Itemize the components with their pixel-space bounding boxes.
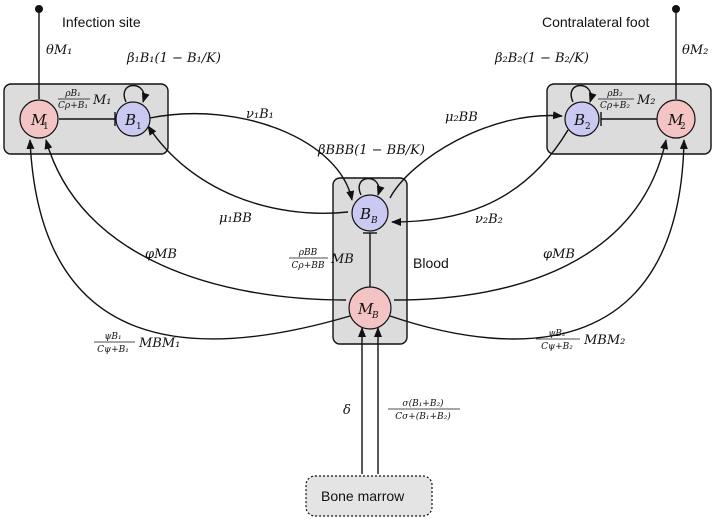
node-m1: M 1: [19, 99, 59, 139]
psi-1-tail: MBM₁: [138, 336, 180, 351]
node-b1: B 1: [115, 101, 151, 137]
node-b1-base: B: [124, 111, 136, 129]
psi-2-label: ψB₂ Cψ+B₂ MBM₂: [536, 329, 625, 352]
kill-2-tail: M₂: [636, 93, 656, 108]
psi-2-tail: MBM₂: [583, 333, 625, 348]
phi-mb-to-m2-edge: [393, 139, 668, 301]
kill-b-den: Cρ+BB: [292, 261, 325, 271]
growth-bb-label: βBBB(1 − BB/K): [317, 143, 425, 158]
sigma-num: σ(B₁+B₂): [402, 398, 444, 409]
node-b2-sub: 2: [585, 122, 591, 132]
phi-left-label: φMB: [145, 247, 177, 262]
growth-b2-label: β₂B₂(1 − B₂/K): [494, 51, 589, 66]
node-bb-base: B: [359, 205, 371, 223]
kill-b-tail: MB: [330, 252, 354, 267]
nu2-label: ν₂B₂: [475, 212, 503, 227]
kill-b-label: ρBB Cρ+BB MB: [289, 248, 354, 271]
node-mb-sub: B: [371, 311, 379, 321]
contralateral-foot-label: Contralateral foot: [542, 14, 650, 30]
kill-1-den: Cρ+B₁: [58, 101, 88, 111]
bone-marrow-box: [305, 475, 433, 517]
psi-mb-to-m2-edge: [389, 139, 688, 340]
kill-b-num: ρBB: [298, 248, 318, 258]
kill-1-num: ρB₁: [64, 89, 81, 99]
node-m1-sub: 1: [43, 122, 49, 132]
node-b2: B 2: [564, 101, 600, 137]
kill-2-label: ρB₂ Cρ+B₂ M₂: [598, 89, 656, 111]
node-bb-sub: B: [370, 216, 378, 226]
b2-growth-loop: [570, 84, 597, 103]
theta-m1-label: θM₁: [46, 43, 72, 58]
delta-label: δ: [343, 403, 351, 418]
theta-m2-label: θM₂: [682, 43, 708, 58]
sigma-den: Cσ+(B₁+B₂): [395, 411, 451, 422]
b1-growth-loop: [123, 84, 150, 103]
node-m1-base: M: [30, 111, 47, 129]
node-b2-base: B: [573, 111, 585, 129]
theta-m2-terminal: [672, 5, 680, 13]
psi-2-den: Cψ+B₂: [541, 342, 573, 352]
infection-site-label: Infection site: [62, 14, 141, 30]
blood-label: Blood: [413, 255, 449, 271]
phi-mb-to-m1-edge: [44, 139, 347, 301]
psi-1-den: Cψ+B₁: [97, 345, 129, 355]
kill-1-label: ρB₁ Cρ+B₁ M₁: [58, 89, 112, 111]
psi-1-label: ψB₁ Cψ+B₁ MBM₁: [94, 332, 180, 355]
kill-2-den: Cρ+B₂: [600, 101, 630, 111]
node-m2: M 2: [656, 99, 696, 139]
node-m2-sub: 2: [680, 122, 686, 132]
sigma-label: σ(B₁+B₂) Cσ+(B₁+B₂): [388, 398, 460, 422]
psi-2-num: ψB₂: [548, 329, 566, 339]
mu1-bb-to-b1-edge: [147, 125, 349, 214]
psi-mb-to-m1-edge: [26, 139, 351, 340]
mu2-label: μ₂BB: [445, 110, 478, 125]
kill-1-tail: M₁: [92, 93, 112, 108]
bone-marrow-label: Bone marrow: [321, 488, 405, 504]
node-m2-base: M: [667, 111, 684, 129]
node-b1-sub: 1: [136, 122, 142, 132]
node-bb: B B: [351, 194, 389, 232]
phi-right-label: φMB: [543, 247, 575, 262]
nu2-b2-to-bb-edge: [391, 129, 569, 226]
mu1-label: μ₁BB: [219, 211, 252, 226]
growth-b1-label: β₁B₁(1 − B₁/K): [126, 51, 221, 66]
nu1-label: ν₁B₁: [246, 107, 274, 122]
node-mb-base: M: [357, 300, 374, 318]
theta-m1-terminal: [35, 5, 43, 13]
kill-2-num: ρB₂: [606, 89, 623, 99]
mu2-bb-to-b2-edge: [389, 111, 563, 199]
bb-growth-loop: [358, 177, 385, 196]
nu1-b1-to-bb-edge: [149, 112, 355, 201]
node-mb: M B: [348, 286, 392, 330]
psi-1-num: ψB₁: [104, 332, 121, 342]
